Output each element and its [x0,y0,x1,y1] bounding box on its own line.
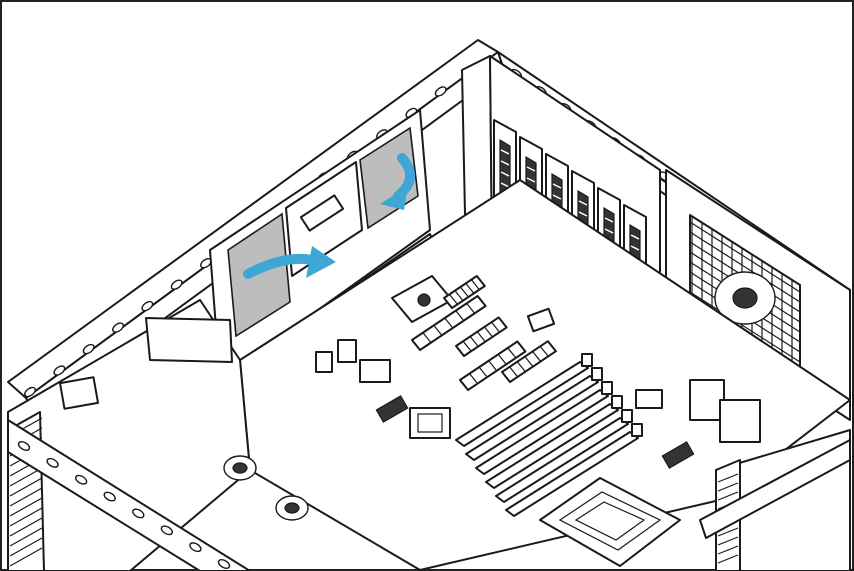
usb-connector [315,351,333,373]
dimm-slot [485,403,619,489]
dimm-slot [495,417,629,503]
motherboard [239,179,851,571]
chassis-bottom-right [699,429,851,571]
rail-hole [217,559,231,569]
rail-hole [170,279,183,290]
cpu-socket [539,477,681,567]
rail-hole [112,322,124,333]
left-latch-panel [227,212,291,338]
rail-hole [82,343,95,355]
dimm-slot [455,361,589,447]
chassis-bottom-left-rail [7,419,251,571]
bridge-chip [409,407,451,439]
rail-hole [46,457,59,468]
io-chip [635,389,663,409]
power-cap-1 [689,379,725,421]
small-chip [526,307,556,333]
rail-hole [53,365,66,376]
rail-hole [434,86,447,97]
dimm-slot [465,375,599,461]
rail-hole [74,474,88,485]
rail-hole [132,508,145,519]
dimm-slot [505,431,639,517]
rail-hole [141,300,154,312]
rail-hole [189,542,202,553]
rail-hole [17,441,31,451]
power-cap-2 [719,399,761,443]
sata-connector [375,395,409,423]
rail-hole [103,491,116,502]
rail-hole [24,386,36,398]
chipset-chip [359,359,391,383]
rotate-arrows [243,153,415,279]
header-connector [661,441,695,469]
rail-hole [160,525,174,536]
dimm-slot [475,389,609,475]
